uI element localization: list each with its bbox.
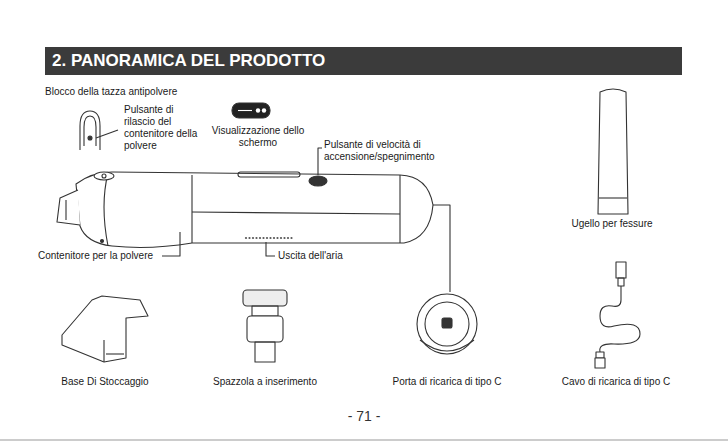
nozzle-band (599, 197, 627, 198)
cable (600, 286, 640, 352)
part-label: Visualizzazione dello schermo (203, 125, 313, 149)
part-label: Pulsante di velocità di accensione/spegn… (324, 139, 474, 163)
vent-dot (248, 237, 250, 239)
leader-line (433, 205, 450, 292)
vent-dot (287, 237, 289, 239)
plug-neck (596, 352, 604, 358)
vent-dot (262, 237, 264, 239)
vent-dot (266, 237, 268, 239)
part-label: Contenitore per la polvere (38, 250, 162, 262)
lock-icon (80, 111, 100, 150)
lock-icon-inner (84, 116, 96, 146)
leader-line (162, 232, 180, 256)
display-dot (256, 108, 260, 112)
vent-dot (245, 237, 247, 239)
charging-port-ring (425, 302, 469, 346)
brush-neck (252, 306, 278, 316)
release-button-dot (102, 174, 106, 178)
display (238, 172, 300, 177)
base-slot (106, 353, 124, 354)
type-c-plug (595, 358, 605, 368)
storage-base (62, 296, 148, 362)
usb-a-plug (616, 262, 626, 278)
leader-line (96, 130, 118, 138)
end-seam (399, 175, 400, 243)
title-bar (45, 47, 682, 75)
vacuum-nozzle (57, 190, 80, 225)
vent-dot (283, 237, 285, 239)
charging-port-end (417, 294, 477, 354)
page-number: - 71 - (334, 408, 394, 424)
vent-dot (276, 237, 278, 239)
port-shadow (420, 340, 474, 351)
part-label: Uscita dell'aria (278, 250, 368, 262)
release-button-icon (88, 136, 92, 140)
vent-dot (290, 237, 292, 239)
vacuum-body (76, 172, 433, 247)
part-label: Spazzola a inserimento (195, 376, 335, 388)
part-label: Base Di Stoccaggio (35, 376, 175, 388)
type-c-port (442, 318, 452, 328)
leader-line (318, 148, 322, 175)
cup-latch (101, 240, 104, 243)
base-edge (103, 340, 104, 362)
part-label: Blocco della tazza antipolvere (45, 86, 205, 98)
brush-body (247, 316, 283, 342)
body-seam (191, 175, 192, 243)
plug-neck (618, 278, 624, 286)
brush-connector (255, 342, 275, 362)
vent-dot (255, 237, 257, 239)
part-label: Porta di ricarica di tipo C (372, 376, 522, 388)
display-icon (232, 103, 270, 118)
vent-dot (259, 237, 261, 239)
vent-dot (252, 237, 254, 239)
vent-dot (273, 237, 275, 239)
release-button (94, 172, 114, 180)
power-button (309, 176, 327, 186)
cup-seam (104, 173, 108, 246)
page-rule (0, 439, 728, 440)
display-dot (262, 108, 266, 112)
nozzle-edge (65, 200, 66, 220)
brush-bristles (243, 290, 287, 306)
display-bar (238, 110, 252, 111)
part-label: Pulsante di rilascio del contenitore del… (124, 104, 204, 152)
vent-dot (280, 237, 282, 239)
air-vents (245, 237, 293, 239)
vent-dot (269, 237, 271, 239)
part-label: Cavo di ricarica di tipo C (541, 376, 691, 388)
leader-line (266, 242, 275, 256)
section-title: 2. PANORAMICA DEL PRODOTTO (52, 51, 325, 71)
body-line (192, 212, 400, 214)
crevice-nozzle (598, 89, 628, 214)
part-label: Ugello per fessure (552, 218, 672, 230)
